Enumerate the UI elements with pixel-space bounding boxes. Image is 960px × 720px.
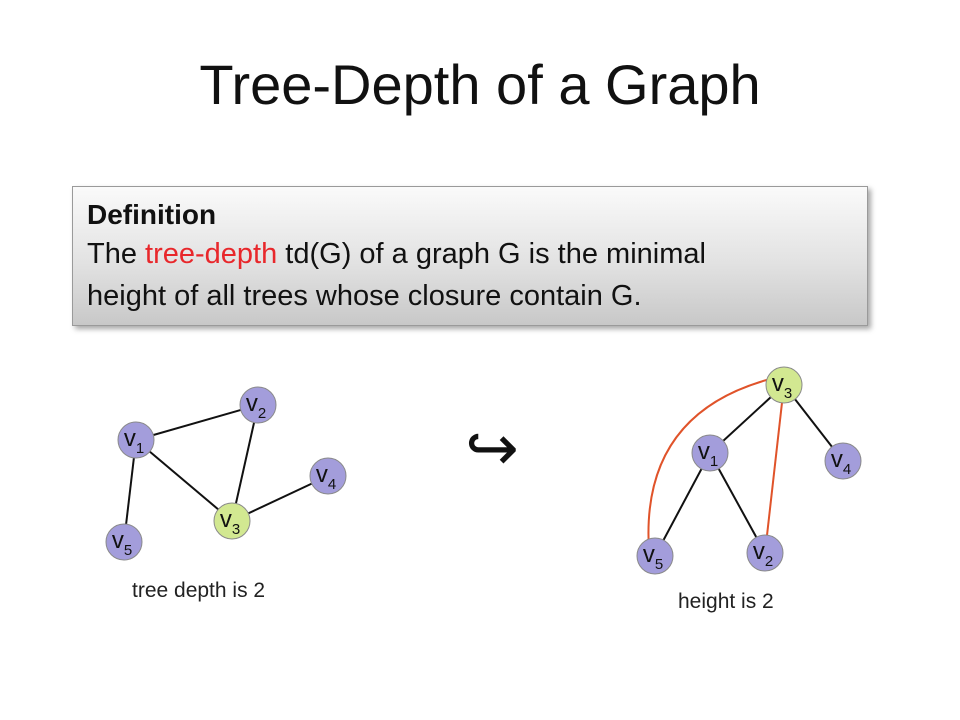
left-node-circle <box>213 502 251 540</box>
hook-arrow-icon: ↪ <box>465 412 519 486</box>
right-node-circle <box>691 434 729 472</box>
left-node-circle <box>239 386 277 424</box>
right-closure-edge-v3-v2 <box>764 384 785 554</box>
slide-title: Tree-Depth of a Graph <box>199 53 761 116</box>
left-node-v4: v4 <box>309 457 347 495</box>
left-node-circle <box>105 523 143 561</box>
left-node-circle <box>117 421 155 459</box>
right-node-v2: v2 <box>746 534 784 572</box>
left-node-v3: v3 <box>213 502 251 540</box>
left-node-label: v3 <box>220 506 240 538</box>
right-node-circle <box>765 366 803 404</box>
right-node-label: v4 <box>831 446 851 478</box>
left-node-label: v2 <box>246 390 266 422</box>
right-node-v4: v4 <box>824 442 862 480</box>
right-node-v5: v5 <box>636 537 674 575</box>
left-node-label: v5 <box>112 527 132 559</box>
definition-text-rest: td(G) of a graph G is the minimal <box>277 238 706 270</box>
left-edge-v1-v3 <box>135 439 233 522</box>
right-tree-edge-v1-v2 <box>709 452 766 554</box>
right-closure-edge-v3-v5 <box>647 376 779 551</box>
left-node-label: v4 <box>316 461 336 493</box>
right-node-v3: v3 <box>765 366 803 404</box>
left-edge-v1-v2 <box>135 404 259 441</box>
left-node-v5: v5 <box>105 523 143 561</box>
right-graph-caption: height is 2 <box>678 590 774 613</box>
left-node-v1: v1 <box>117 421 155 459</box>
definition-heading: Definition <box>87 199 217 230</box>
definition-term: tree-depth <box>145 238 278 270</box>
right-tree-edge-v1-v5 <box>654 452 711 557</box>
right-node-label: v1 <box>698 438 718 470</box>
definition-box: Definition The tree-depth td(G) of a gra… <box>72 186 868 326</box>
right-node-v1: v1 <box>691 434 729 472</box>
right-node-label: v2 <box>753 538 773 570</box>
left-node-label: v1 <box>124 425 144 457</box>
right-node-label: v3 <box>772 370 792 402</box>
definition-text-line2: height of all trees whose closure contai… <box>87 280 642 312</box>
right-node-label: v5 <box>643 541 663 573</box>
left-graph-caption: tree depth is 2 <box>132 579 266 602</box>
right-node-circle <box>824 442 862 480</box>
left-edge-v2-v3 <box>231 404 259 522</box>
definition-text-start: The <box>87 238 146 270</box>
left-node-circle <box>309 457 347 495</box>
left-node-v2: v2 <box>239 386 277 424</box>
right-node-circle <box>746 534 784 572</box>
definition-text: The tree-depth td(G) of a graph G is the… <box>87 233 853 317</box>
nodes-layer: v1 v2 v3 v4 v5 v1 v2 v3 v4 v5 <box>105 366 862 575</box>
right-node-circle <box>636 537 674 575</box>
